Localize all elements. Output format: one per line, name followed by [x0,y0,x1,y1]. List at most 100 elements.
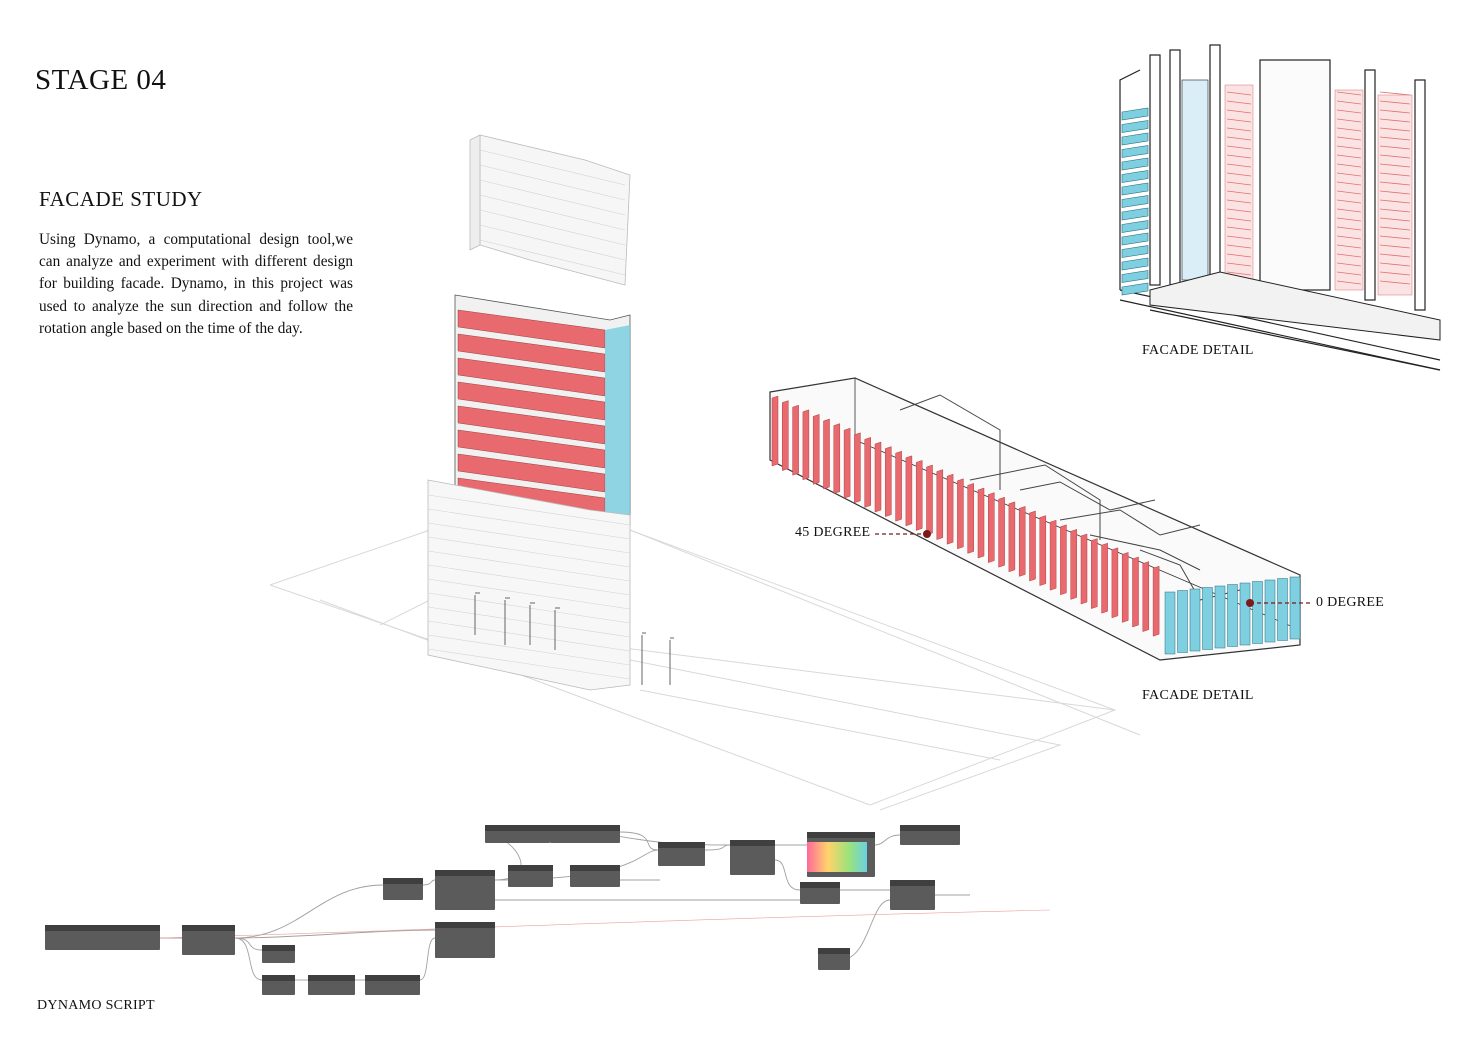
louver-red [1008,501,1016,573]
dynamo-node-header [308,975,355,981]
louver-red [1039,515,1047,586]
louver-blue [1202,587,1213,650]
louver-blue [1252,581,1263,644]
louver-red [812,414,820,485]
stage-title: STAGE 04 [35,64,167,96]
louver-blue [1289,576,1301,640]
dynamo-node-header [730,840,775,846]
louver-red [792,404,799,476]
dynamo-node-header [800,882,840,888]
blue-fin [1121,120,1149,133]
louver-blue [1227,584,1238,647]
dynamo-node-header [900,825,960,831]
blue-fin [1121,145,1149,158]
facade-detail-section [1119,44,1441,371]
label-0-degree: 0 DEGREE [1316,595,1385,610]
blue-fin [1121,220,1149,233]
dynamo-node-header [435,870,495,876]
dynamo-node-header [807,832,875,838]
blue-fin [1121,232,1149,246]
dynamo-node [45,925,160,950]
blue-fin [1121,132,1149,146]
facade-detail-plan [769,377,1310,661]
louver-red [905,455,913,527]
blue-fin [1121,282,1149,296]
dynamo-node [730,840,775,875]
facade-detail-plan-caption: FACADE DETAIL [1142,688,1254,703]
louver-red [823,418,830,490]
louver-red [874,441,882,513]
louver-red [1049,519,1057,591]
louver-red [802,409,810,481]
louver-red [1091,538,1098,609]
blue-fin [1121,270,1149,283]
louver-blue [1164,591,1176,655]
dynamo-node-header [550,825,620,831]
dynamo-node [890,880,935,910]
louver-red [926,464,933,536]
tower-bottom-block [427,479,631,691]
dynamo-node-header [485,825,550,831]
blue-fin [1121,170,1149,183]
louver-red [1060,524,1067,596]
louver-red [988,492,995,563]
louver-red [1029,510,1036,582]
dynamo-node-header [365,975,420,981]
louver-red [885,446,892,517]
tower-top-block [469,134,631,286]
dynamo-node-header [508,865,553,871]
dynamo-node-header [262,975,295,981]
blue-fin [1121,257,1149,271]
louver-red [998,496,1005,568]
louver-red [1080,533,1088,605]
louver-red [967,483,974,554]
louver-red [1142,561,1150,632]
louver-red [915,460,923,531]
dynamo-node-header [570,865,620,871]
dynamo-script-caption: DYNAMO SCRIPT [37,998,155,1013]
louver-red [936,469,944,540]
dynamo-node-header [182,925,235,931]
blue-fin [1121,182,1149,196]
louver-red [833,423,841,494]
louver-red [895,450,902,522]
louver-red [1070,529,1077,600]
tower-axonometric [427,134,674,691]
blue-fin [1121,157,1149,171]
dynamo-node [182,925,235,955]
louver-blue [1239,582,1251,646]
dynamo-node-header [890,880,935,886]
louver-red [946,473,954,545]
section-title: FACADE STUDY [39,187,203,211]
louver-red [771,395,779,467]
facade-detail-top-caption: FACADE DETAIL [1142,343,1254,358]
louver-red [864,437,871,508]
blue-fin [1121,107,1149,121]
louver-red [957,478,964,550]
blue-fin [1121,207,1149,221]
louver-red [1018,506,1026,577]
facade-study-description: Using Dynamo, a computational design too… [39,231,353,337]
louver-blue [1177,590,1188,653]
louver-red [1132,556,1139,628]
dynamo-node-header [383,878,423,884]
louver-red [1111,547,1119,619]
louver-blue [1189,588,1201,652]
louver-red [854,432,861,504]
dynamo-node [435,922,495,958]
louver-red [843,427,851,499]
dynamo-node-header [45,925,160,931]
louver-red [782,400,789,471]
dynamo-node-header [435,922,495,928]
louver-red [1121,552,1129,623]
louver-blue [1214,585,1226,649]
dynamo-node-header [262,945,295,951]
blue-fin [1121,245,1149,258]
louver-red [977,487,985,559]
louver-red [1101,542,1108,614]
louver-blue [1277,578,1288,641]
label-45-degree: 45 DEGREE [795,525,871,540]
dynamo-node [435,870,495,910]
louver-blue [1264,579,1276,643]
dynamo-script-graph [45,825,1051,995]
